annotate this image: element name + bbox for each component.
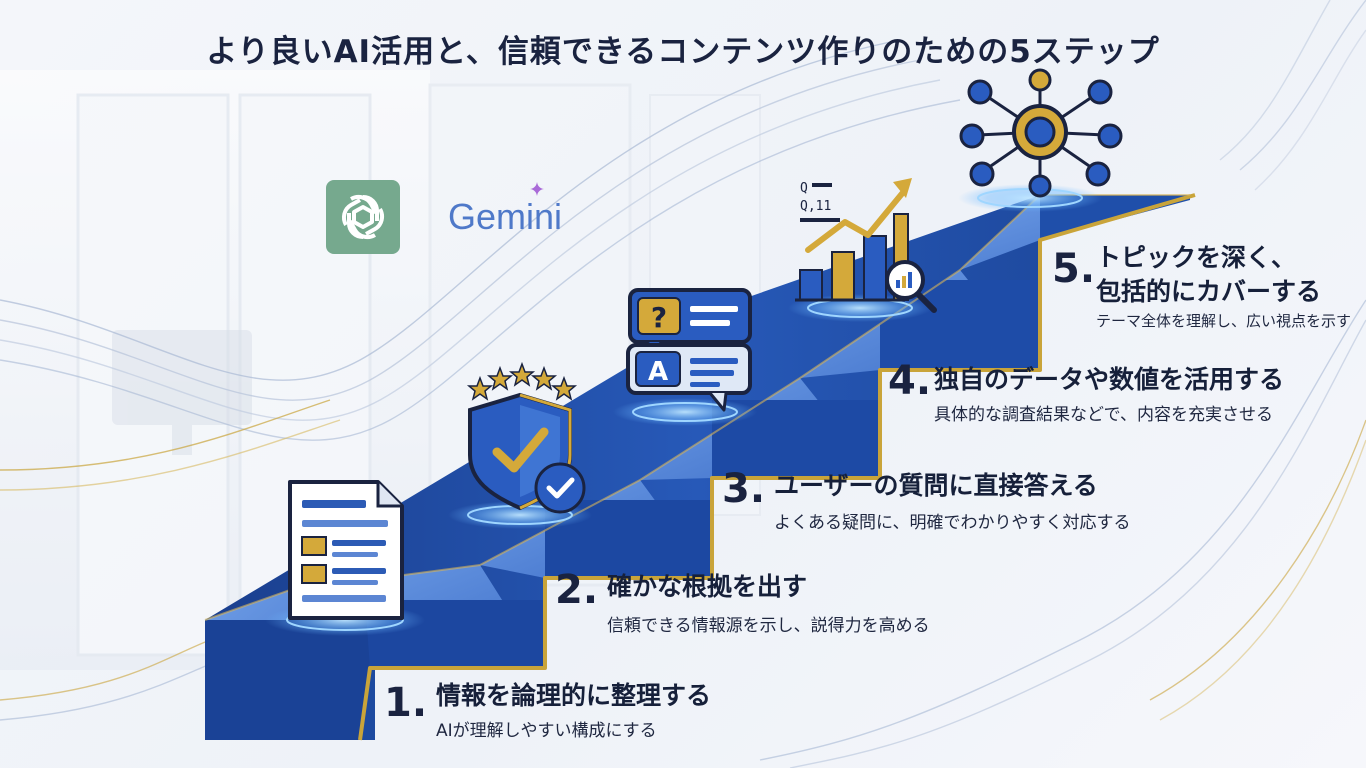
page-title: より良いAI活用と、信頼できるコンテンツ作りのための5ステップ xyxy=(206,34,1160,70)
svg-text:Q,11: Q,11 xyxy=(800,199,831,214)
chatgpt-knot-icon xyxy=(341,194,385,240)
step-1-number: 1. xyxy=(384,680,428,726)
step-5-description: テーマ全体を理解し、広い視点を示す xyxy=(1096,312,1352,330)
gemini-spark-icon xyxy=(530,182,544,196)
svg-text:A: A xyxy=(648,357,668,387)
qa-bubbles-icon: ? A xyxy=(626,288,752,412)
step-2-number: 2. xyxy=(555,567,599,613)
step-2-heading: 確かな根拠を出す xyxy=(607,572,808,601)
step-3-number: 3. xyxy=(722,466,766,512)
step-4-heading: 独自のデータや数値を活用する xyxy=(934,365,1285,394)
monitor-silhouette xyxy=(112,330,252,455)
step-4-description: 具体的な調査結果などで、内容を充実させる xyxy=(934,405,1273,425)
star-icons xyxy=(466,361,578,401)
gemini-logo: Gemini xyxy=(448,196,563,237)
step-5-number: 5. xyxy=(1052,246,1096,292)
shield-check-icon xyxy=(466,361,586,514)
bar-chart-icon: Q Q,11 xyxy=(795,178,937,313)
svg-text:?: ? xyxy=(651,301,667,334)
step-3-heading: ユーザーの質問に直接答える xyxy=(774,471,1098,500)
svg-text:Q: Q xyxy=(800,181,808,196)
gold-edge-line xyxy=(358,193,1196,741)
chatgpt-logo-icon xyxy=(326,180,400,254)
network-hub-icon xyxy=(959,68,1123,198)
step-4-number: 4. xyxy=(888,358,932,404)
step-5-heading-line-1: トピックを深く、 xyxy=(1096,243,1297,272)
document-icon xyxy=(288,480,404,620)
step-3-description: よくある疑問に、明確でわかりやすく対応する xyxy=(774,513,1131,533)
step-2-description: 信頼できる情報源を示し、説得力を高める xyxy=(607,616,930,636)
step-1-description: AIが理解しやすい構成にする xyxy=(436,721,657,741)
step-5-heading-line-2: 包括的にカバーする xyxy=(1096,277,1322,306)
step-1-heading: 情報を論理的に整理する xyxy=(436,681,712,710)
